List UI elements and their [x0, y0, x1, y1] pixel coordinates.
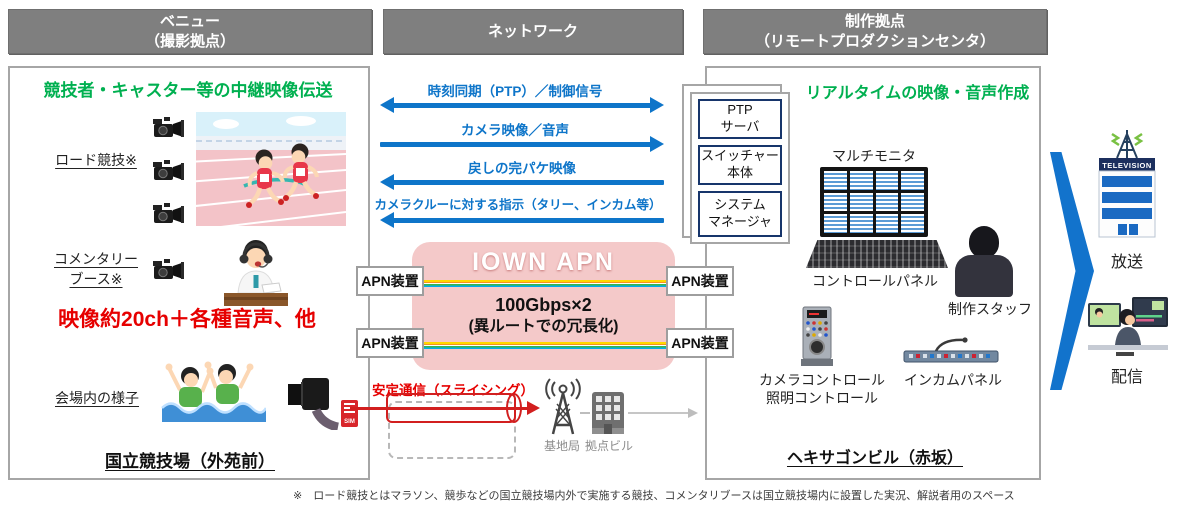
- road-race-illustration: [196, 112, 346, 226]
- fiber-link-bottom: [423, 342, 669, 349]
- video-camera-icon: [153, 160, 184, 180]
- staff-label: 制作スタッフ: [948, 301, 1032, 317]
- staff-head: [969, 226, 999, 258]
- header-network-label: ネットワーク: [487, 22, 578, 40]
- flow-line-ptp: [393, 103, 651, 108]
- production-title: リアルタイムの映像・音声作成: [805, 85, 1030, 102]
- equipment-box-line: スイッチャー: [701, 148, 779, 164]
- slicing-pipe-end: [506, 392, 522, 423]
- equipment-box-switcher: スイッチャー 本体: [698, 145, 782, 185]
- camera-control-unit-icon: [801, 306, 833, 366]
- fiber-link-top: [423, 280, 669, 287]
- video-camera-icon: [153, 117, 184, 137]
- flow-line-return-video: [393, 180, 664, 185]
- camera-control-label: カメラコントロール: [759, 372, 885, 388]
- equipment-box-line: PTP: [727, 102, 753, 118]
- arrow-head-red-icon: [527, 401, 540, 415]
- tv-sign-text: TELEVISION: [1102, 161, 1152, 170]
- base-station-icon: [545, 378, 581, 435]
- arrow-head-right-icon: [650, 136, 664, 152]
- header-venue: ベニュー （撮影拠点）: [8, 9, 372, 54]
- multi-monitor-label: マルチモニタ: [832, 148, 916, 164]
- tv-station-icon: TELEVISION: [1098, 130, 1156, 238]
- iown-apn-cloud: IOWN APN 100Gbps×2 (異ルートでの冗長化): [412, 242, 675, 370]
- apn-bandwidth: 100Gbps×2: [495, 295, 592, 315]
- audience-illustration: [161, 361, 266, 422]
- apn-device-venue-1: APN装置: [356, 266, 424, 296]
- road-race-label: ロード競技※: [55, 152, 137, 168]
- audience-label: 会場内の様子: [55, 390, 139, 406]
- apn-device-production-2: APN装置: [666, 328, 734, 358]
- arrow-head-right-icon: [650, 97, 664, 113]
- commentary-booth-label-line1: コメンタリー: [54, 251, 138, 267]
- commentator-illustration: [224, 240, 288, 306]
- intercom-label: インカムパネル: [904, 372, 1002, 388]
- sim-label: SIM: [344, 419, 355, 425]
- video-camera-icon: [153, 259, 184, 279]
- slicing-pipe: [386, 392, 522, 423]
- arrow-head-left-icon: [380, 212, 394, 228]
- apn-device-venue-2: APN装置: [356, 328, 424, 358]
- commentary-booth-label: コメンタリー ブース※: [38, 250, 154, 289]
- flow-label-ptp: 時刻同期（PTP）／制御信号: [427, 84, 603, 99]
- header-production-line1: 制作拠点: [844, 13, 905, 30]
- control-panel-device: [806, 240, 948, 268]
- link-line: [580, 412, 590, 414]
- apn-redundancy: (異ルートでの冗長化): [468, 318, 619, 336]
- header-venue-line1: ベニュー: [159, 13, 220, 30]
- flow-label-return-video: 戻しの完パケ映像: [468, 161, 576, 176]
- hub-building-label: 拠点ビル: [584, 439, 633, 453]
- base-station-label: 基地局: [543, 439, 580, 453]
- multi-monitor-wall: [820, 167, 928, 237]
- camera-operator-illustration: SIM: [288, 378, 358, 430]
- venue-title: 競技者・キャスター等の中継映像伝送: [43, 81, 333, 100]
- apn-device-production-1: APN装置: [666, 266, 734, 296]
- equipment-box-line: 本体: [726, 165, 753, 180]
- flow-label-crew-direction: カメラクルーに対する指示（タリー、インカム等）: [374, 198, 662, 212]
- slicing-tunnel-outline: [388, 401, 516, 459]
- lighting-control-label: 照明コントロール: [766, 390, 878, 406]
- production-footer: ヘキサゴンビル（赤坂）: [786, 450, 963, 467]
- equipment-box-system-manager: システム マネージャ: [698, 191, 782, 237]
- streaming-label: 配信: [1110, 369, 1143, 386]
- footnote: ※ ロード競技とはマラソン、競歩などの国立競技場内外で実施する競技、コメンタリブ…: [293, 490, 1015, 502]
- equipment-box-line: マネージャ: [707, 214, 773, 229]
- flow-line-crew-direction: [393, 218, 664, 223]
- staff-body: [955, 255, 1013, 297]
- equipment-box-line: システム: [714, 197, 766, 213]
- commentary-booth-label-line2: ブース※: [69, 270, 123, 287]
- intercom-panel-icon: [903, 337, 999, 363]
- onward-line: [628, 412, 690, 414]
- flow-line-camera-video: [380, 142, 651, 147]
- arrow-head-left-icon: [380, 97, 394, 113]
- broadcast-label: 放送: [1110, 254, 1143, 271]
- iown-apn-title: IOWN APN: [472, 248, 615, 276]
- arrow-head-left-icon: [380, 174, 394, 190]
- control-panel-label: コントロールパネル: [812, 273, 938, 289]
- header-production-line2: （リモートプロダクションセンタ）: [754, 32, 995, 50]
- capacity-note: 映像約20ch＋各種音声、他: [58, 308, 316, 331]
- arrow-head-gray-icon: [688, 408, 698, 418]
- slicing-line: [350, 407, 530, 410]
- flow-label-camera-video: カメラ映像／音声: [461, 123, 569, 138]
- venue-footer: 国立競技場（外苑前）: [105, 452, 275, 471]
- video-camera-icon: [153, 203, 184, 223]
- equipment-box-ptp-server: PTP サーバ: [698, 99, 782, 139]
- header-production: 制作拠点 （リモートプロダクションセンタ）: [703, 9, 1047, 54]
- hub-building-icon: [592, 392, 624, 434]
- header-network: ネットワーク: [383, 9, 683, 54]
- equipment-box-line: サーバ: [720, 119, 760, 134]
- streaming-illustration: [1088, 297, 1168, 356]
- header-venue-line2: （撮影拠点）: [144, 32, 235, 50]
